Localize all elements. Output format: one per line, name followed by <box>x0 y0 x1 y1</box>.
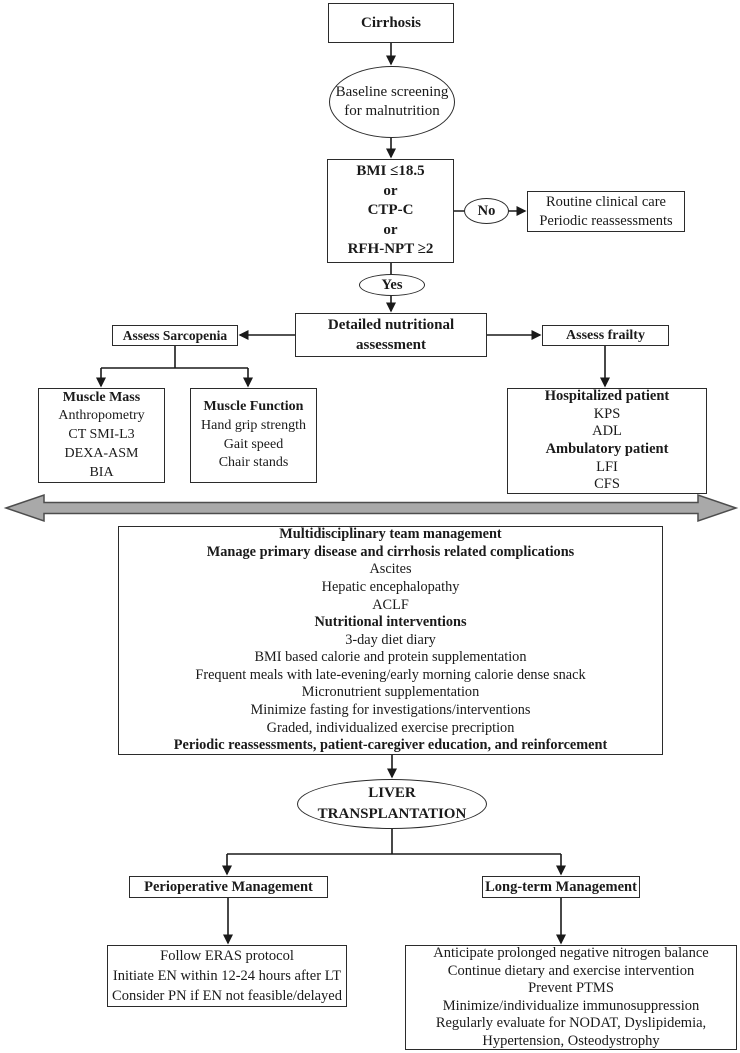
text-line: BMI ≤18.5 <box>356 163 425 180</box>
node-label: Long-term Management <box>485 878 637 895</box>
text-line: or <box>383 182 398 199</box>
text-line: Multidisciplinary team management <box>279 526 502 543</box>
node-label: No <box>477 202 496 219</box>
text-line: Baseline screening <box>335 84 449 100</box>
node-detailed-assessment: Detailed nutritional assessment <box>295 313 487 357</box>
text-line: ACLF <box>372 596 409 613</box>
text-line: Follow ERAS protocol <box>160 948 294 964</box>
text-line: Minimize/individualize immunosuppression <box>442 997 700 1014</box>
text-line: Initiate EN within 12-24 hours after LT <box>112 968 342 984</box>
text-line: Periodic reassessments <box>539 212 673 229</box>
text-line: RFH-NPT ≥2 <box>347 241 434 258</box>
text-line: LIVER <box>368 785 416 801</box>
text-line: 3-day diet diary <box>345 631 436 648</box>
node-management-plan: Multidisciplinary team management Manage… <box>118 526 663 755</box>
node-perioperative-details: Follow ERAS protocol Initiate EN within … <box>107 945 347 1007</box>
text-line: Anticipate prolonged negative nitrogen b… <box>433 945 709 961</box>
node-baseline-screening: Baseline screening for malnutrition <box>329 66 455 138</box>
text-line: DEXA-ASM <box>64 445 139 461</box>
text-line: BMI based calorie and protein supplement… <box>254 649 527 666</box>
text-line: KPS <box>593 405 621 422</box>
text-line: Ambulatory patient <box>545 441 669 457</box>
text-line: CTP-C <box>367 202 414 219</box>
text-line: assessment <box>356 337 426 353</box>
node-assess-sarcopenia: Assess Sarcopenia <box>112 325 238 346</box>
text-line: for malnutrition <box>344 103 440 119</box>
node-muscle-mass: Muscle Mass Anthropometry CT SMI-L3 DEXA… <box>38 388 165 483</box>
text-line: Prevent PTMS <box>528 980 614 996</box>
text-line: CT SMI-L3 <box>68 427 135 443</box>
node-liver-transplantation: LIVER TRANSPLANTATION <box>297 779 487 829</box>
text-line: Hypertension, Osteodystrophy <box>482 1032 660 1049</box>
node-label: Yes <box>381 276 403 293</box>
text-line: Anthropometry <box>58 408 145 424</box>
text-line: Muscle Function <box>203 398 304 414</box>
node-label: Assess frailty <box>566 327 645 343</box>
text-line: Manage primary disease and cirrhosis rel… <box>206 543 575 560</box>
node-longterm-management: Long-term Management <box>482 876 640 898</box>
text-line: Ascites <box>369 561 412 578</box>
text-line: Chair stands <box>218 455 289 471</box>
node-frailty-tools: Hospitalized patient KPS ADL Ambulatory … <box>507 388 707 494</box>
phase-divider-double-arrow <box>3 493 739 523</box>
text-line: BIA <box>89 464 114 480</box>
text-line: Routine clinical care <box>546 193 666 210</box>
node-cirrhosis: Cirrhosis <box>328 3 454 43</box>
text-line: or <box>383 221 398 238</box>
text-line: Graded, individualized exercise precript… <box>266 719 515 736</box>
text-line: Continue dietary and exercise interventi… <box>447 962 695 979</box>
text-line: Muscle Mass <box>62 389 141 405</box>
text-line: Hospitalized patient <box>544 388 670 405</box>
text-line: Hepatic encephalopathy <box>321 578 460 595</box>
text-line: Periodic reassessments, patient-caregive… <box>173 737 608 754</box>
text-line: CFS <box>594 476 620 493</box>
text-line: Regularly evaluate for NODAT, Dyslipidem… <box>435 1015 707 1031</box>
node-label: Cirrhosis <box>361 14 421 31</box>
node-muscle-function: Muscle Function Hand grip strength Gait … <box>190 388 317 483</box>
node-label: Perioperative Management <box>144 878 313 895</box>
text-line: Gait speed <box>223 436 284 452</box>
connector-transplant-branch <box>227 829 561 855</box>
text-line: Nutritional interventions <box>314 614 467 631</box>
node-decision-no: No <box>464 198 509 224</box>
node-label: Assess Sarcopenia <box>122 327 228 343</box>
text-line: Frequent meals with late-evening/early m… <box>195 666 586 683</box>
text-line: ADL <box>592 423 622 440</box>
text-line: TRANSPLANTATION <box>317 806 467 822</box>
text-line: LFI <box>596 458 618 475</box>
text-line: Minimize fasting for investigations/inte… <box>250 702 531 719</box>
connector-sarcopenia-branch <box>101 346 248 369</box>
node-decision-yes: Yes <box>359 274 425 296</box>
node-assess-frailty: Assess frailty <box>542 325 669 346</box>
node-routine-care: Routine clinical care Periodic reassessm… <box>527 191 685 232</box>
text-line: Detailed nutritional <box>327 317 455 333</box>
node-screening-criteria: BMI ≤18.5 or CTP-C or RFH-NPT ≥2 <box>327 159 454 263</box>
text-line: Hand grip strength <box>201 417 306 433</box>
text-line: Micronutrient supplementation <box>301 684 480 701</box>
node-longterm-details: Anticipate prolonged negative nitrogen b… <box>405 945 737 1050</box>
text-line: Consider PN if EN not feasible/delayed <box>112 988 342 1004</box>
node-perioperative-management: Perioperative Management <box>129 876 328 898</box>
